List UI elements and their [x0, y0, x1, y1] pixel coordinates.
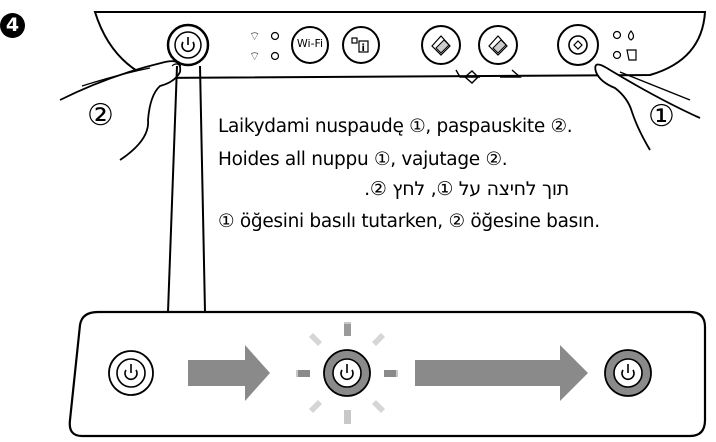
stop-button[interactable] [557, 24, 599, 66]
wifi-button[interactable] [291, 26, 329, 64]
step-number-badge: 4 [0, 13, 25, 38]
svg-text:i: i [362, 43, 365, 54]
power-state-on [604, 349, 652, 397]
wifi-status-icons: ⌔ ⌔ [249, 29, 280, 63]
instruction-lithuanian: Laikydami nuspaudę ①, paspauskite ②. [218, 116, 573, 137]
copy-bracket [455, 69, 522, 78]
left-hand-illustration [59, 60, 182, 161]
callout-lines [167, 65, 206, 313]
sequence-arrow-2 [415, 345, 588, 401]
power-state-flashing [296, 322, 398, 424]
instruction-estonian: Hoides all nuppu ①, vajutage ②. [218, 149, 508, 170]
ink-paper-status-icons [612, 30, 637, 61]
right-hand-illustration [594, 63, 701, 151]
copy-color-button[interactable] [478, 25, 518, 65]
sequence-arrow-1 [188, 345, 270, 401]
instruction-hebrew: תוך לחיצה על ①, לחץ ②. [364, 178, 569, 200]
instruction-turkish: ① öğesini basılı tutarken, ② öğesine bas… [218, 211, 600, 232]
svg-text:⌔: ⌔ [249, 49, 260, 63]
control-panel-outline [93, 11, 707, 80]
hand-label-left: ② [87, 98, 114, 133]
panel-power-button[interactable] [166, 23, 210, 67]
wifi-button-label: Wi-Fi [296, 37, 324, 50]
svg-text:⌔: ⌔ [249, 29, 260, 43]
hand-label-right: ① [648, 99, 675, 134]
network-status-button[interactable]: i [342, 26, 380, 64]
power-state-off [108, 350, 154, 396]
copy-bw-button[interactable] [421, 25, 461, 65]
